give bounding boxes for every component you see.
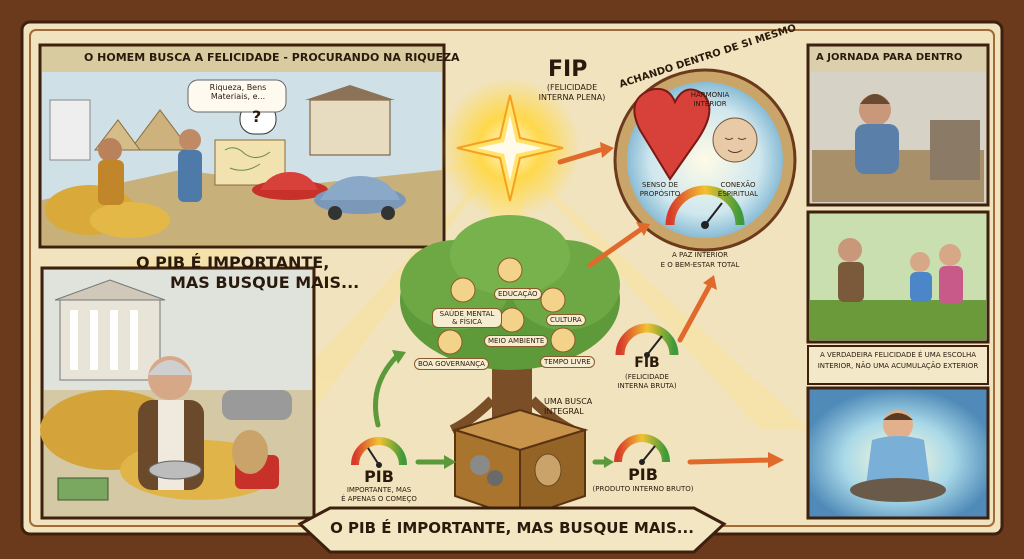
tree-label-meio-ambiente: MEIO AMBIENTE: [484, 335, 549, 347]
caption-wealth-search: O HOMEM BUSCA A FELICIDADE - PROCURANDO …: [84, 51, 460, 64]
pib-left-subtitle-line2: É APENAS O COMEÇO: [341, 495, 417, 503]
true-happiness-line2: INTERIOR, NÃO UMA ACUMULAÇÃO EXTERIOR: [817, 362, 979, 370]
inner-circle: [613, 68, 797, 252]
fib-subtitle-line2: INTERNA BRUTA): [617, 382, 677, 390]
bottom-banner-text: O PIB É IMPORTANTE, MAS BUSQUE MAIS...: [330, 519, 694, 537]
panel-journey-inward: [806, 43, 990, 207]
tree-note-line1: UMA BUSCA: [544, 397, 593, 406]
main-heading-line1: O PIB É IMPORTANTE,: [136, 253, 330, 272]
panel-wealthy-old-man: [40, 266, 316, 520]
main-heading-line2: MAS BUSQUE MAIS...: [170, 273, 360, 292]
panel-family-garden: [806, 210, 990, 344]
fip-subtitle-line1: (FELICIDADE: [546, 83, 598, 92]
pib-gauge-right: [614, 434, 670, 465]
root-box: [451, 408, 589, 520]
tree-note-line2: INTEGRAL: [544, 407, 584, 416]
fip-subtitle-line2: INTERNA PLENA): [538, 93, 606, 102]
caption-journey-inward: A JORNADA PARA DENTRO: [816, 52, 963, 63]
fip-title: FIP: [548, 57, 588, 82]
fib-subtitle-line1: (FELICIDADE: [625, 373, 669, 381]
pib-left-title: PIB: [364, 467, 394, 486]
fib-gauge: [615, 323, 679, 358]
tree-label-tempo-livre: TEMPO LIVRE: [540, 356, 595, 368]
inner-peace-line2: E O BEM-ESTAR TOTAL: [660, 261, 740, 269]
tree-icons: [437, 257, 576, 355]
connection-line1: CONEXÃO: [720, 181, 756, 189]
fib-title: FIB: [634, 355, 660, 371]
connection-line2: ESPIRITUAL: [717, 190, 759, 198]
panel-wealth-search: [38, 43, 446, 249]
pib-gauge-left: [351, 437, 407, 468]
tree-label-boa-governanca: BOA GOVERNANÇA: [414, 358, 489, 370]
true-happiness-line1: A VERDADEIRA FELICIDADE É UMA ESCOLHA: [819, 351, 977, 359]
panel-meditation: [806, 386, 990, 520]
tree-label-educacao: EDUCAÇÃO: [494, 288, 542, 300]
speech-bubble-text: Riqueza, Bens Materiais, e...: [209, 83, 267, 101]
tree-label-saude: SAÚDE MENTAL & FÍSICA: [432, 308, 502, 328]
purpose-line2: PROPÓSITO: [639, 190, 681, 198]
arrows: [373, 142, 784, 469]
harmony-line2: INTERIOR: [693, 100, 727, 108]
pib-right-subtitle: (PRODUTO INTERNO BRUTO): [592, 485, 694, 493]
pib-right-title: PIB: [628, 465, 658, 484]
question-mark-icon: ?: [252, 107, 262, 126]
inner-peace-line1: A PAZ INTERIOR: [672, 251, 728, 259]
fip-star: [440, 78, 580, 250]
bottom-banner-shape: [297, 506, 727, 554]
tree-label-cultura: CULTURA: [546, 314, 586, 326]
purpose-line1: SENSO DE: [641, 181, 679, 189]
pib-left-subtitle-line1: IMPORTANTE, MAS: [346, 486, 412, 494]
harmony-line1: HARMONIA: [690, 91, 730, 99]
